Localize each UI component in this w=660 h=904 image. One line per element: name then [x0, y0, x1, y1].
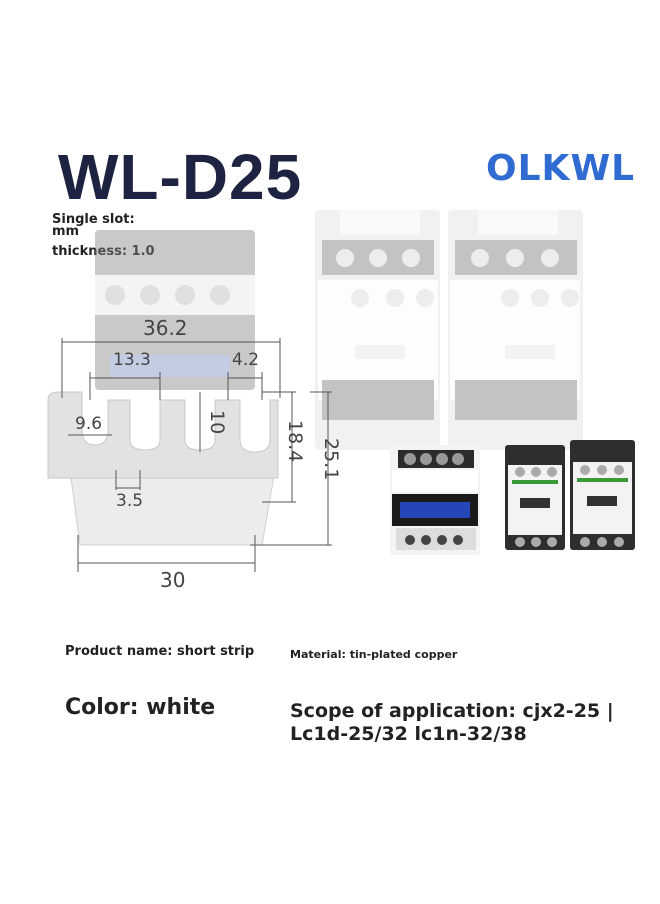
dim-overall-width: 36.2: [143, 316, 188, 340]
product-name: Product name: short strip: [65, 644, 255, 659]
faded-contactor-right-2: [448, 210, 583, 450]
dimension-lines: [61, 338, 332, 572]
dim-slot-depth: 10: [206, 410, 228, 435]
model-title: WL-D25: [58, 141, 303, 213]
dim-tab-width: 3.5: [116, 491, 144, 511]
dim-base-width: 30: [160, 568, 186, 592]
dim-pitch: 13.3: [113, 350, 151, 370]
dim-total-height: 25.1: [320, 438, 342, 481]
short-strip-drawing: [47, 391, 279, 546]
spec-single-slot: Single slot:: [52, 212, 135, 227]
dim-slot-width: 9.6: [75, 414, 103, 434]
contactor-small-blue: [390, 445, 480, 555]
contactor-green-1: [505, 445, 565, 550]
brand-logo: OLKWL: [486, 148, 636, 189]
contactor-green-2: [570, 440, 635, 550]
product-color: Color: white: [65, 695, 216, 720]
faded-contactor-right-1: [315, 210, 440, 450]
product-scope: Scope of application: cjx2-25 | Lc1d-25/…: [290, 700, 614, 745]
faded-contactor-left: [95, 230, 255, 390]
spec-unit: mm: [52, 224, 80, 239]
product-material: Material: tin-plated copper: [290, 648, 458, 661]
dim-gap: 4.2: [232, 350, 260, 370]
dim-height: 18.4: [284, 420, 306, 463]
spec-thickness: thickness: 1.0: [52, 244, 155, 259]
